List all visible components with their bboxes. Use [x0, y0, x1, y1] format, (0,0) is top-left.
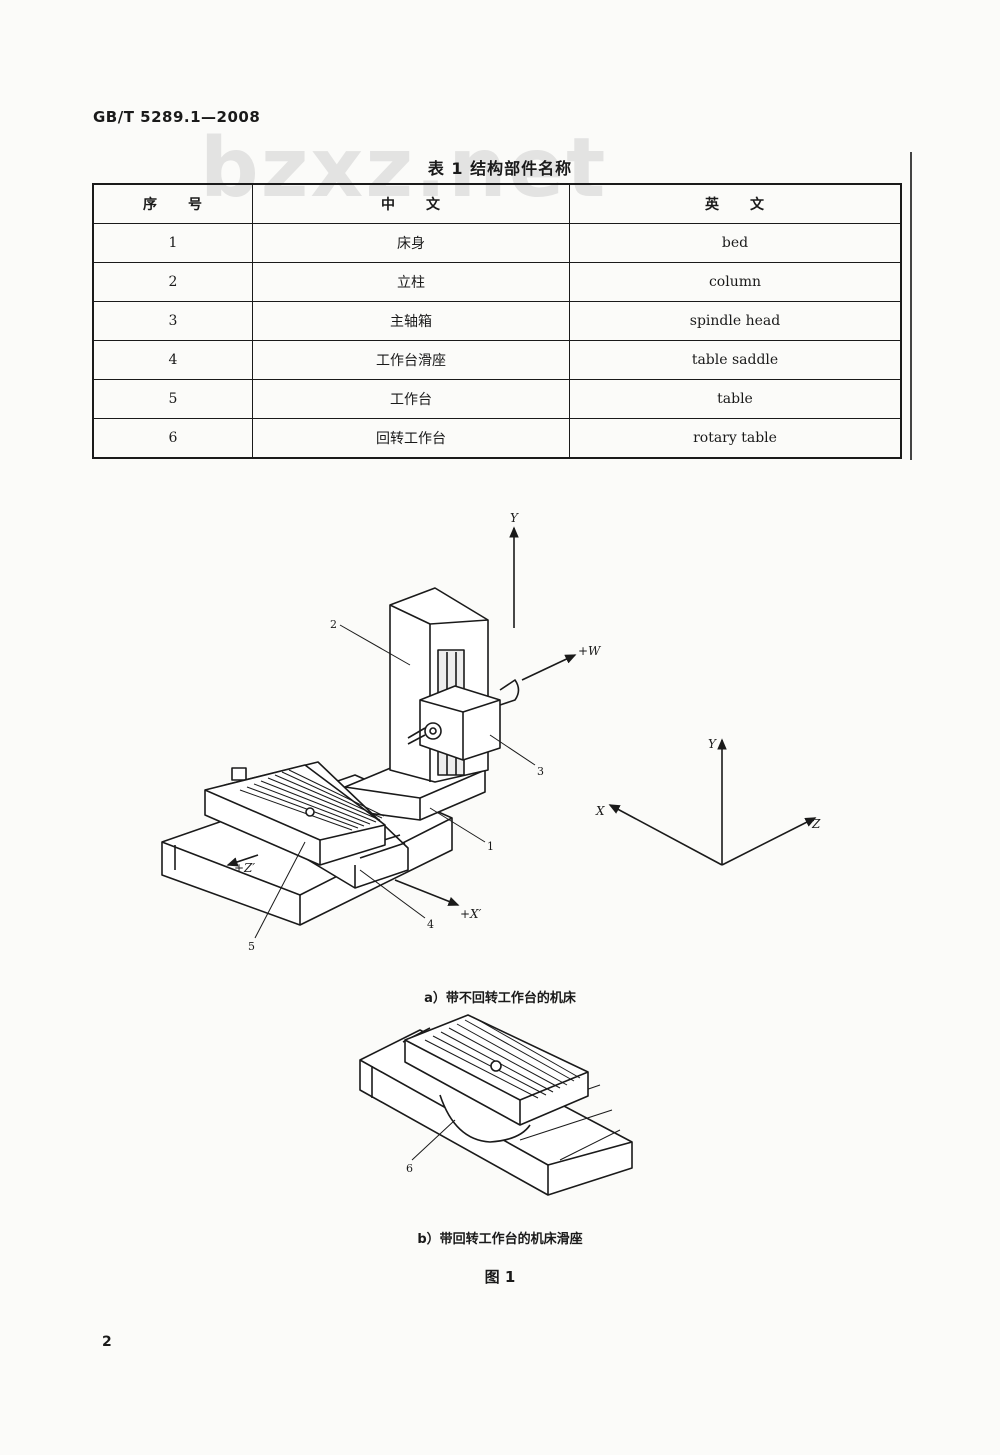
- figure-a-caption: a）带不回转工作台的机床: [424, 991, 576, 1006]
- cell-no: 2: [92, 262, 253, 302]
- header-no: 序 号: [92, 183, 253, 224]
- table-row: 3 主轴箱 spindle head: [92, 301, 902, 341]
- triad-y-label: Y: [708, 737, 717, 751]
- cell-en: spindle head: [569, 301, 902, 341]
- cell-cn: 主轴箱: [252, 301, 570, 341]
- table-row: 5 工作台 table: [92, 379, 902, 419]
- table-row: 1 床身 bed: [92, 223, 902, 263]
- cell-cn: 回转工作台: [252, 418, 570, 459]
- figure-label: 图 1: [484, 1268, 516, 1286]
- figure-b-drawing: 6: [359, 1014, 633, 1196]
- cell-no: 4: [92, 340, 253, 380]
- triad-z-arrow: [721, 817, 817, 866]
- parts-table: 序 号 中 文 英 文 1 床身 bed 2 立柱 column 3 主轴箱 s…: [92, 183, 902, 459]
- cell-en: rotary table: [569, 418, 902, 459]
- callout-5: 5: [248, 940, 255, 953]
- callout-4: 4: [427, 918, 434, 931]
- cell-no: 5: [92, 379, 253, 419]
- cell-no: 6: [92, 418, 253, 459]
- triad-x-arrow: [608, 804, 723, 866]
- cell-cn: 工作台滑座: [252, 340, 570, 380]
- w-axis-label: +W: [578, 644, 602, 658]
- x-prime-axis-label: +X′: [460, 907, 482, 921]
- z-prime-axis-label: +Z′: [234, 861, 255, 875]
- triad-z-label: Z: [811, 817, 821, 831]
- y-axis-label: Y: [510, 511, 519, 525]
- cell-no: 1: [92, 223, 253, 263]
- triad-x-label: X: [595, 804, 605, 818]
- cell-en: table: [569, 379, 902, 419]
- cell-en: bed: [569, 223, 902, 263]
- table-row: 6 回转工作台 rotary table: [92, 418, 902, 459]
- standard-code: GB/T 5289.1—2008: [93, 108, 261, 126]
- cell-cn: 工作台: [252, 379, 570, 419]
- margin-rule: [910, 152, 912, 460]
- page-number: 2: [102, 1334, 112, 1350]
- table-title: 表 1 结构部件名称: [427, 159, 573, 178]
- header-en: 英 文: [569, 183, 902, 224]
- callout-6: 6: [406, 1162, 413, 1175]
- callout-1: 1: [487, 840, 494, 853]
- table-row: 4 工作台滑座 table saddle: [92, 340, 902, 380]
- header-cn: 中 文: [252, 183, 570, 224]
- table-row: 2 立柱 column: [92, 262, 902, 302]
- figure-b-caption: b）带回转工作台的机床滑座: [417, 1232, 583, 1247]
- table-header-row: 序 号 中 文 英 文: [92, 183, 902, 224]
- callout-2: 2: [330, 618, 337, 631]
- figure-a-drawing: Y +W +Z′ +X′ 2 3 1 4 5 Y X Z: [161, 511, 821, 953]
- cell-en: table saddle: [569, 340, 902, 380]
- callout-3: 3: [537, 765, 544, 778]
